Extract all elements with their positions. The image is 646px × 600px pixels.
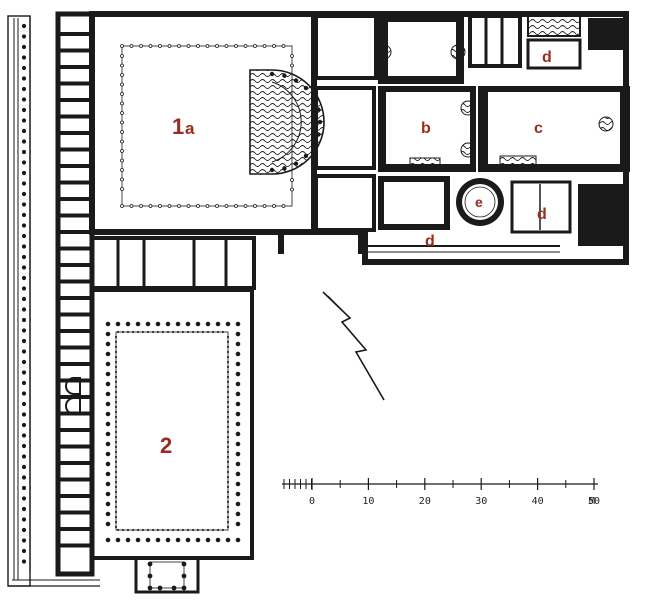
court-2-colonnade	[105, 321, 241, 543]
scale-tick-label: 0	[309, 496, 315, 507]
bath-complex	[278, 11, 630, 265]
label-room-c: c	[534, 120, 543, 137]
label-room-b: b	[421, 120, 431, 137]
scale-tick-label: 30	[475, 496, 487, 507]
apse-pool	[249, 69, 325, 175]
north-arrow-icon	[322, 291, 385, 401]
scale-bar: 0 10 20 30 40 50	[282, 478, 600, 507]
court-2	[90, 288, 254, 594]
scale-tick-label: 50	[588, 496, 600, 507]
left-portico	[7, 15, 100, 587]
label-room-2: 2	[160, 433, 172, 458]
label-room-d-mid: d	[537, 206, 547, 223]
label-room-e: e	[475, 194, 483, 210]
scale-tick-label: 10	[362, 496, 374, 507]
portico-colonnade	[21, 23, 27, 564]
court-1	[89, 11, 325, 235]
label-room-d-top: d	[542, 49, 552, 66]
label-room-1: 1	[172, 114, 184, 139]
court-1-colonnade	[120, 44, 294, 208]
scale-tick-label: 40	[532, 496, 544, 507]
label-room-d-bottom: d	[425, 233, 435, 250]
middle-shops	[90, 236, 256, 290]
left-cells	[55, 11, 95, 577]
scale-unit: M	[589, 496, 595, 507]
scale-tick-label: 20	[419, 496, 431, 507]
label-room-1-sub: a	[185, 119, 195, 138]
